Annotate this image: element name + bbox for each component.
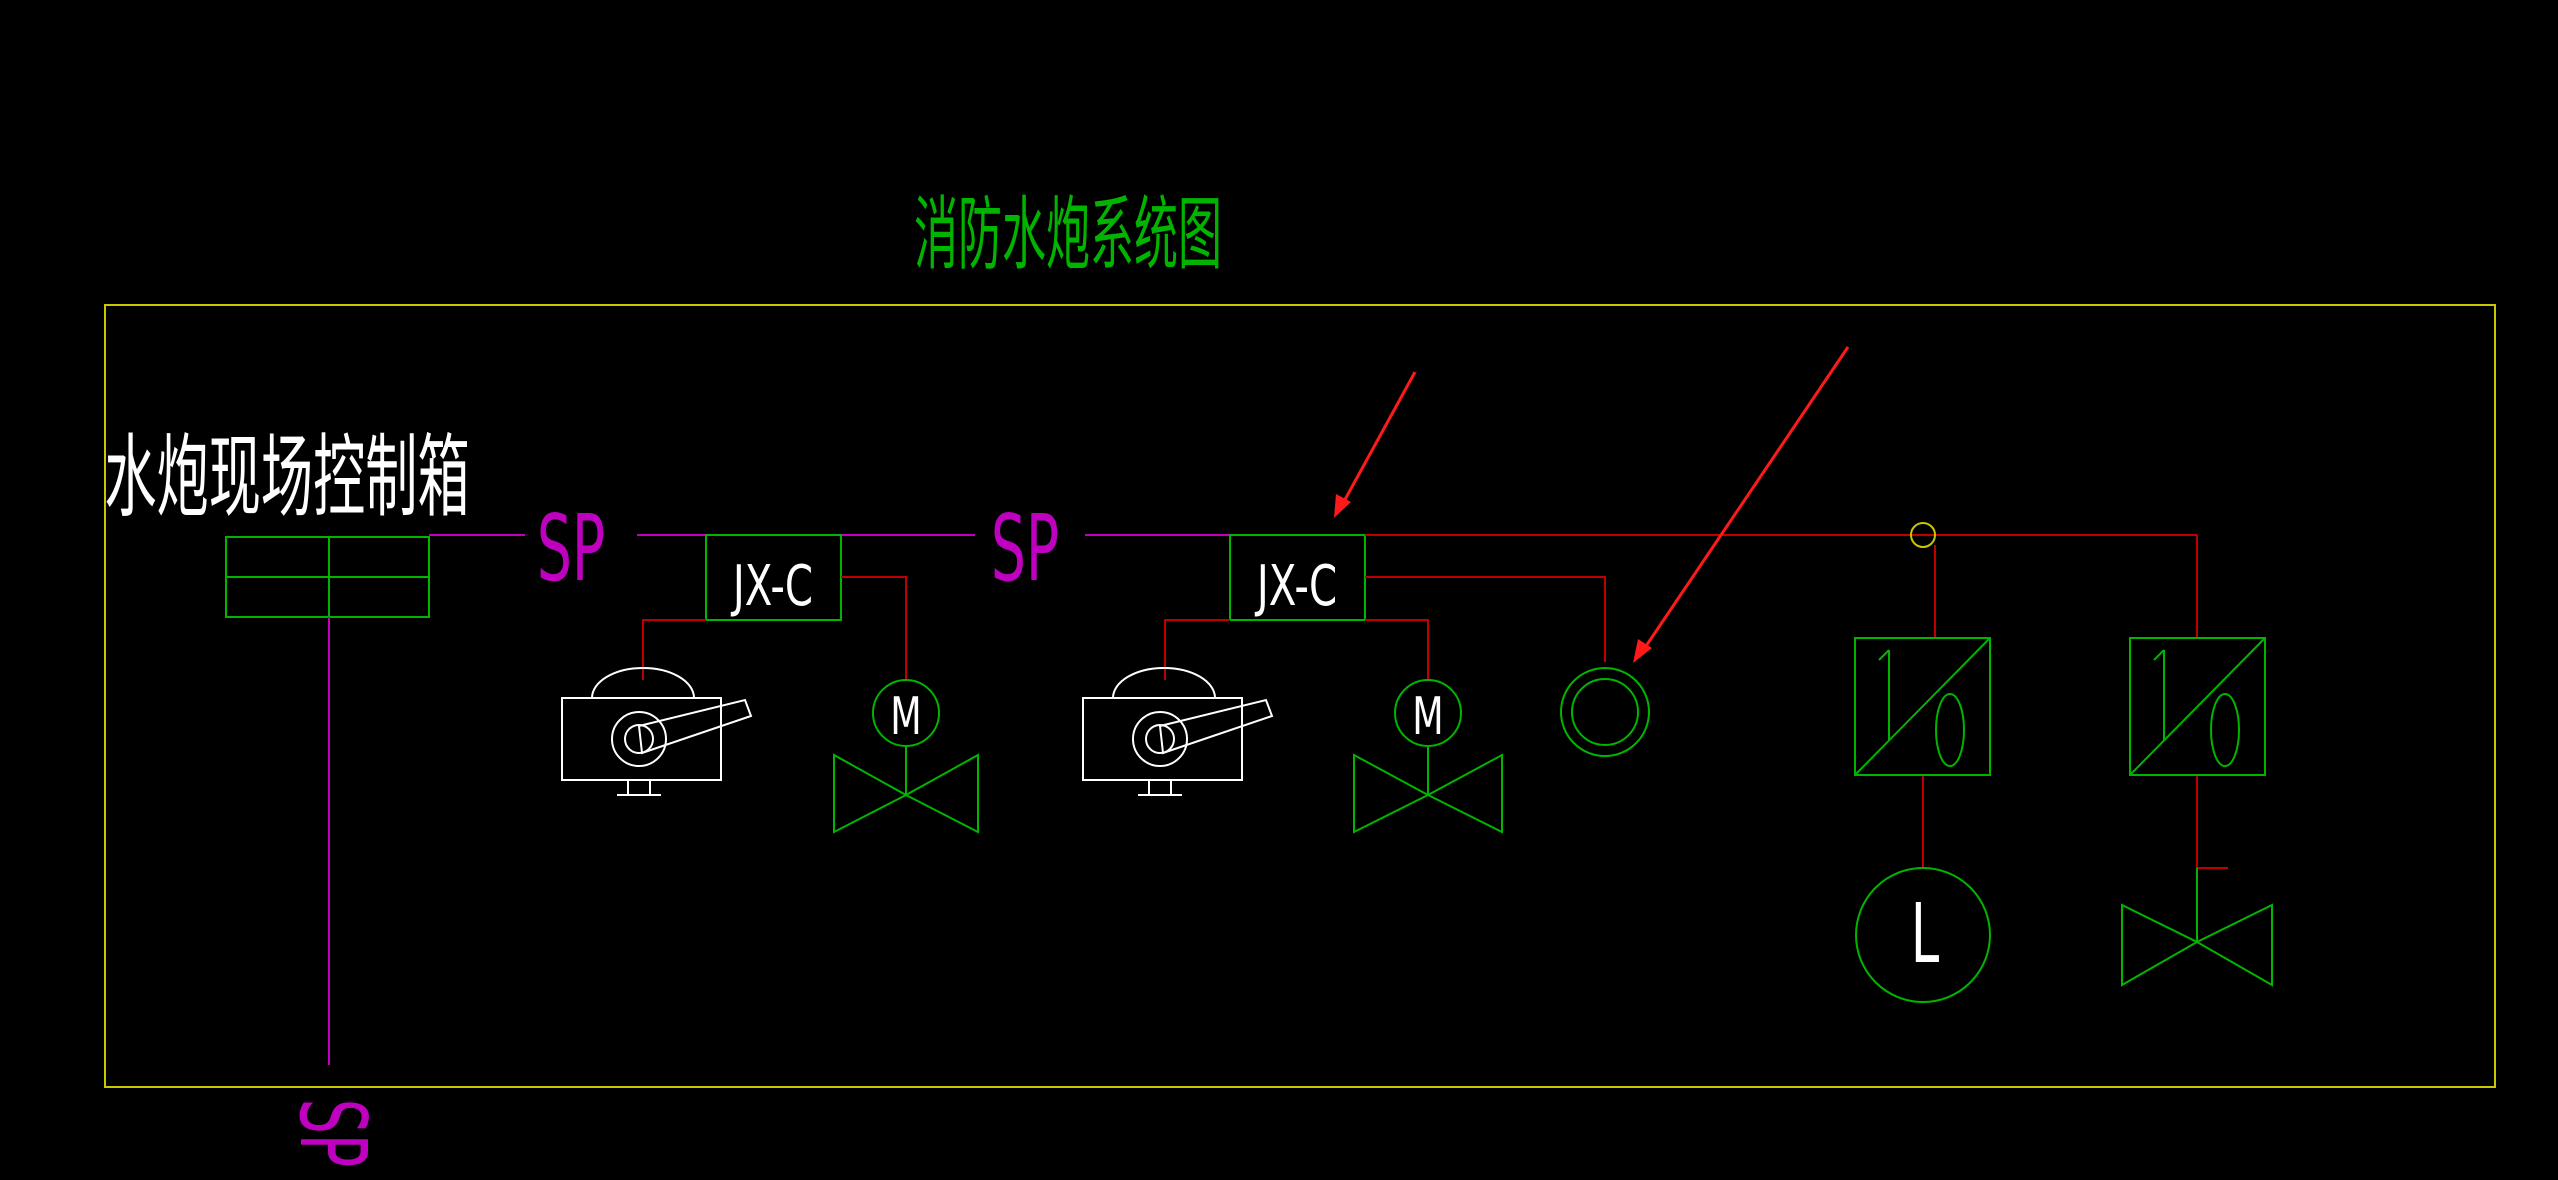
red-signal-wires (642, 534, 2228, 869)
valve-icon (2121, 868, 2273, 987)
junction-node (1910, 522, 1936, 548)
level-symbol: L (1911, 887, 1939, 982)
motorized-valve-icon-1 (833, 679, 979, 834)
indicator-ring-icon (1560, 667, 1650, 757)
motorized-valve-icon-2 (1353, 679, 1503, 834)
motor-symbol-1: M (890, 685, 921, 746)
water-cannon-icon-1 (561, 667, 753, 796)
level-switch-icon (1855, 867, 1991, 1003)
sp-cable-label-2: SP (991, 495, 1059, 602)
diagram-title: 消防水炮系统图 (914, 189, 1222, 282)
io-module-icon-2 (2129, 637, 2266, 776)
motor-symbol-2: M (1412, 685, 1443, 746)
control-box-label: 水炮现场控制箱 (104, 426, 469, 530)
module-jxc-2-label: JX-C (1254, 553, 1337, 618)
annotation-arrowheads (1334, 494, 1652, 663)
sp-cable-label-1: SP (537, 495, 605, 602)
annotation-arrows (1340, 346, 1850, 653)
io-module-icon-1 (1854, 637, 1991, 776)
system-frame (104, 304, 2496, 1088)
module-jxc-1-label: JX-C (730, 553, 813, 618)
control-box-symbol (225, 536, 430, 618)
water-cannon-icon-2 (1082, 667, 1274, 796)
sp-vertical-label: SP (279, 1099, 386, 1167)
sp-cable-lines (328, 534, 1230, 1065)
